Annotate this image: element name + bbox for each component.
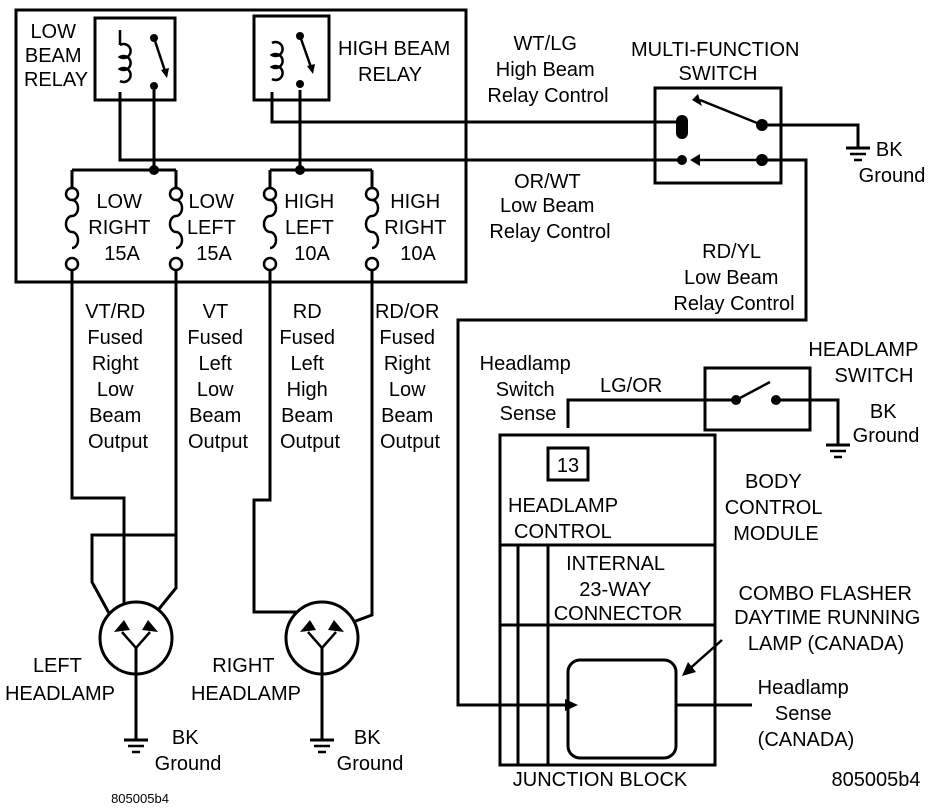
wt-lg-wire-label: WT/LG High Beam Relay Control	[487, 33, 608, 107]
fuse-high-left-label: HIGH LEFT 10A	[284, 191, 340, 265]
left-headlamp-ground-label: BK Ground	[155, 727, 222, 775]
headlamp-control-label: HEADLAMP CONTROL	[508, 495, 623, 543]
mf-switch-ground-label: BK Ground	[859, 139, 926, 187]
fuse-low-right-label: LOW RIGHT 15A	[88, 191, 155, 265]
combo-flasher-module	[566, 658, 678, 760]
pin-13-label: 13	[557, 455, 579, 477]
rd-yl-wire-label: RD/YL Low Beam Relay Control	[673, 241, 794, 315]
junction-block-label: JUNCTION BLOCK	[513, 769, 688, 791]
headlamp-switch-label: HEADLAMP SWITCH	[808, 339, 923, 387]
lg-or-wire-label: LG/OR	[600, 375, 662, 397]
left-headlamp-label: LEFT HEADLAMP	[5, 655, 115, 705]
high-beam-relay-label: HIGH BEAM RELAY	[338, 38, 456, 86]
headlamp-switch-ground-wire	[780, 398, 840, 445]
right-headlamp-label: RIGHT HEADLAMP	[191, 655, 301, 705]
junction-block	[498, 433, 717, 767]
headlamp-switch-ground-icon	[826, 443, 850, 459]
bcm-label: BODY CONTROL MODULE	[725, 471, 828, 545]
fuse-high-right-label: HIGH RIGHT 10A	[384, 191, 451, 265]
vt-output-label: VT Fused Left Low Beam Output	[187, 301, 248, 453]
low-beam-relay-label: LOW BEAM RELAY	[24, 21, 88, 91]
internal-connector-label: INTERNAL 23-WAY CONNECTOR	[554, 553, 683, 625]
rd-output-label: RD Fused Left High Beam Output	[279, 301, 340, 453]
pin-13-box	[546, 446, 590, 482]
power-distribution-box	[14, 8, 468, 284]
fuse-low-right	[64, 170, 80, 272]
headlamp-switch-ground-label: BK Ground	[853, 401, 920, 447]
right-headlamp-ground-label: BK Ground	[337, 727, 404, 775]
high-beam-relay	[252, 14, 331, 102]
mf-switch-ground-icon	[846, 146, 870, 162]
multi-function-switch-label: MULTI-FUNCTION SWITCH	[631, 39, 805, 85]
left-headlamp	[98, 600, 174, 740]
low-beam-relay	[93, 16, 177, 102]
figure-id-main: 805005b4	[832, 769, 921, 791]
figure-id-small: 805005b4	[111, 791, 169, 806]
rd-or-output-label: RD/OR Fused Right Low Beam Output	[375, 301, 445, 453]
high-beam-relay-control-wire	[270, 92, 680, 124]
left-headlamp-ground-icon	[124, 738, 148, 754]
right-headlamp	[284, 600, 360, 740]
fuse-high-right	[364, 170, 380, 272]
headlamp-sense-canada-label: Headlamp Sense (CANADA)	[758, 677, 855, 751]
fuse-high-left	[262, 170, 278, 272]
vt-output-wire	[90, 270, 178, 616]
rd-yl-wire	[456, 158, 808, 707]
headlamp-switch-sense-label: Headlamp Switch Sense	[480, 353, 577, 425]
right-headlamp-ground-icon	[310, 738, 334, 754]
mf-switch-ground-wire	[768, 123, 860, 148]
vt-rd-output-label: VT/RD Fused Right Low Beam Output	[85, 301, 151, 453]
combo-flasher-label: COMBO FLASHER DAYTIME RUNNING LAMP (CANA…	[734, 583, 926, 655]
low-beam-relay-control-wire	[118, 92, 680, 162]
or-wt-wire-label: OR/WT Low Beam Relay Control	[489, 171, 610, 243]
multi-function-switch	[653, 86, 783, 185]
rd-or-output-wire	[344, 270, 374, 627]
fuse-low-left-label: LOW LEFT 15A	[187, 191, 241, 265]
lg-or-wire	[566, 398, 732, 428]
fuse-low-left	[168, 170, 184, 272]
vt-rd-output-wire	[70, 270, 126, 615]
